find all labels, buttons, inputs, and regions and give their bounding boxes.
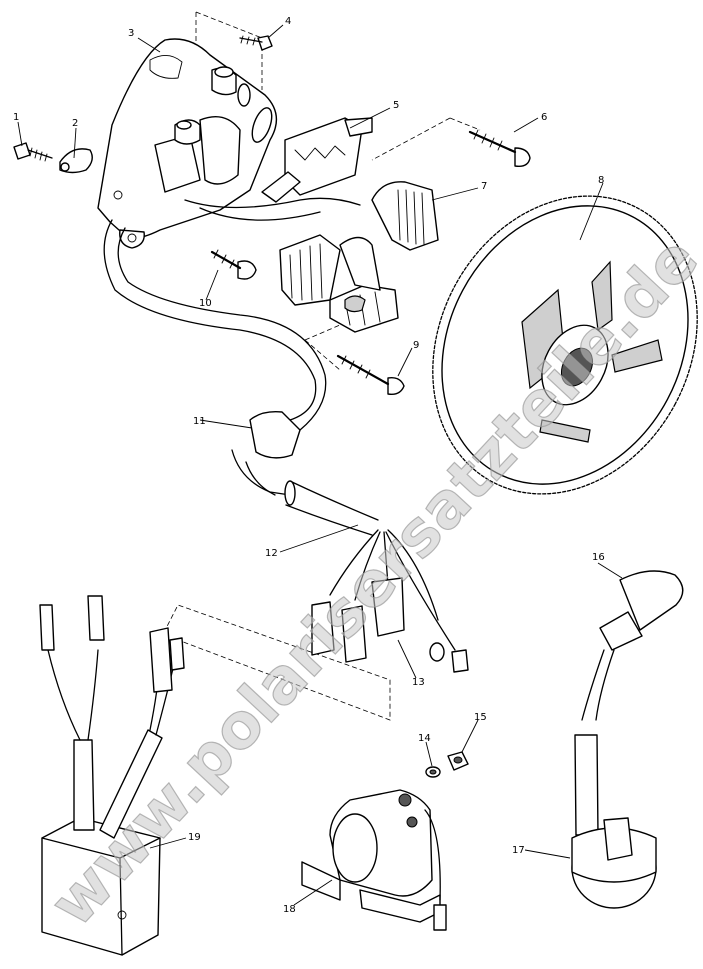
- cdi-box: [39, 595, 185, 956]
- callout-8: 8: [598, 175, 604, 186]
- pulser-coil: [261, 117, 373, 203]
- callout-labels: 1 2 3 4 5 6 7 8 9 10 11 12 13 14 15 16 1…: [13, 16, 605, 915]
- screw-9: [336, 354, 405, 396]
- callout-4: 4: [285, 16, 291, 27]
- callout-12: 12: [265, 548, 278, 559]
- callout-7: 7: [481, 181, 487, 192]
- callout-10: 10: [199, 298, 212, 309]
- wire-connectors: [311, 529, 469, 673]
- callout-14: 14: [418, 733, 431, 744]
- callout-3: 3: [128, 28, 134, 39]
- screw-10: [210, 249, 257, 280]
- leader-lines: [17, 24, 623, 906]
- callout-5: 5: [393, 100, 399, 111]
- callout-9: 9: [413, 340, 419, 351]
- harness-grommet: [103, 219, 379, 536]
- starter-solenoid: [301, 751, 469, 931]
- callout-1: 1: [13, 112, 19, 123]
- callout-16: 16: [592, 552, 605, 563]
- screw-1: [13, 142, 53, 162]
- clamp-2: [59, 148, 93, 174]
- flywheel: [432, 195, 698, 495]
- charging-coils: [279, 181, 439, 333]
- callout-13: 13: [412, 677, 425, 688]
- callout-19: 19: [188, 832, 201, 843]
- stator-coils: [154, 66, 361, 221]
- screw-6: [468, 129, 531, 168]
- screw-4: [239, 35, 273, 51]
- callout-11: 11: [193, 416, 206, 427]
- callout-15: 15: [474, 712, 487, 723]
- ignition-coil: [571, 570, 684, 909]
- callout-6: 6: [541, 112, 547, 123]
- callout-18: 18: [283, 904, 296, 915]
- callout-2: 2: [72, 118, 78, 129]
- callout-17: 17: [512, 845, 525, 856]
